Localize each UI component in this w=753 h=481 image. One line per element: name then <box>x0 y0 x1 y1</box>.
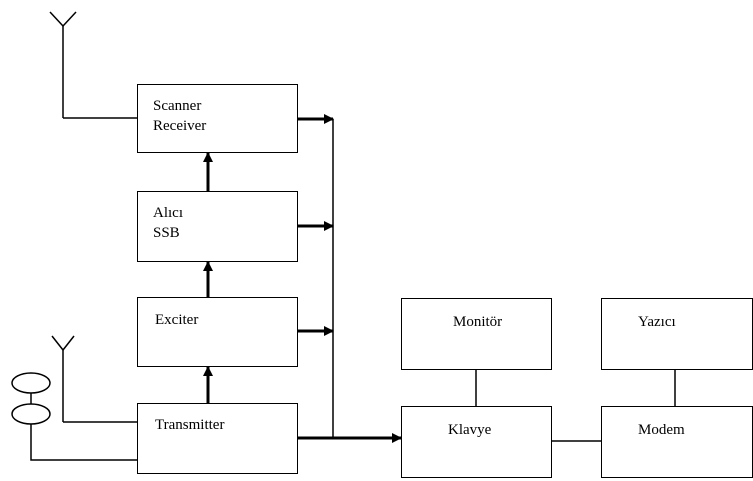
yazici-label: Yazıcı <box>638 314 676 330</box>
scanner-receiver-label-line1: Scanner <box>153 98 202 114</box>
scanner-receiver-label-line2: Receiver <box>153 118 207 134</box>
alici-ssb-label-line1: Alıcı <box>153 205 183 221</box>
loop-antenna-icon <box>11 372 137 461</box>
transmitter-label: Transmitter <box>155 417 225 433</box>
yazici-block <box>601 298 753 370</box>
klavye-block <box>401 406 552 478</box>
scanner-receiver-block <box>137 84 298 153</box>
antenna-top-icon <box>49 11 137 119</box>
monitor-block <box>401 298 552 370</box>
transmitter-block <box>137 403 298 474</box>
exciter-block <box>137 297 298 367</box>
exciter-label: Exciter <box>155 312 199 328</box>
alici-ssb-label-line2: SSB <box>153 225 180 241</box>
modem-label: Modem <box>638 422 685 438</box>
alici-ssb-block <box>137 191 298 262</box>
modem-block <box>601 406 753 478</box>
antenna-bottom-icon <box>51 335 137 423</box>
monitor-label: Monitör <box>453 314 503 330</box>
klavye-label: Klavye <box>448 422 492 438</box>
